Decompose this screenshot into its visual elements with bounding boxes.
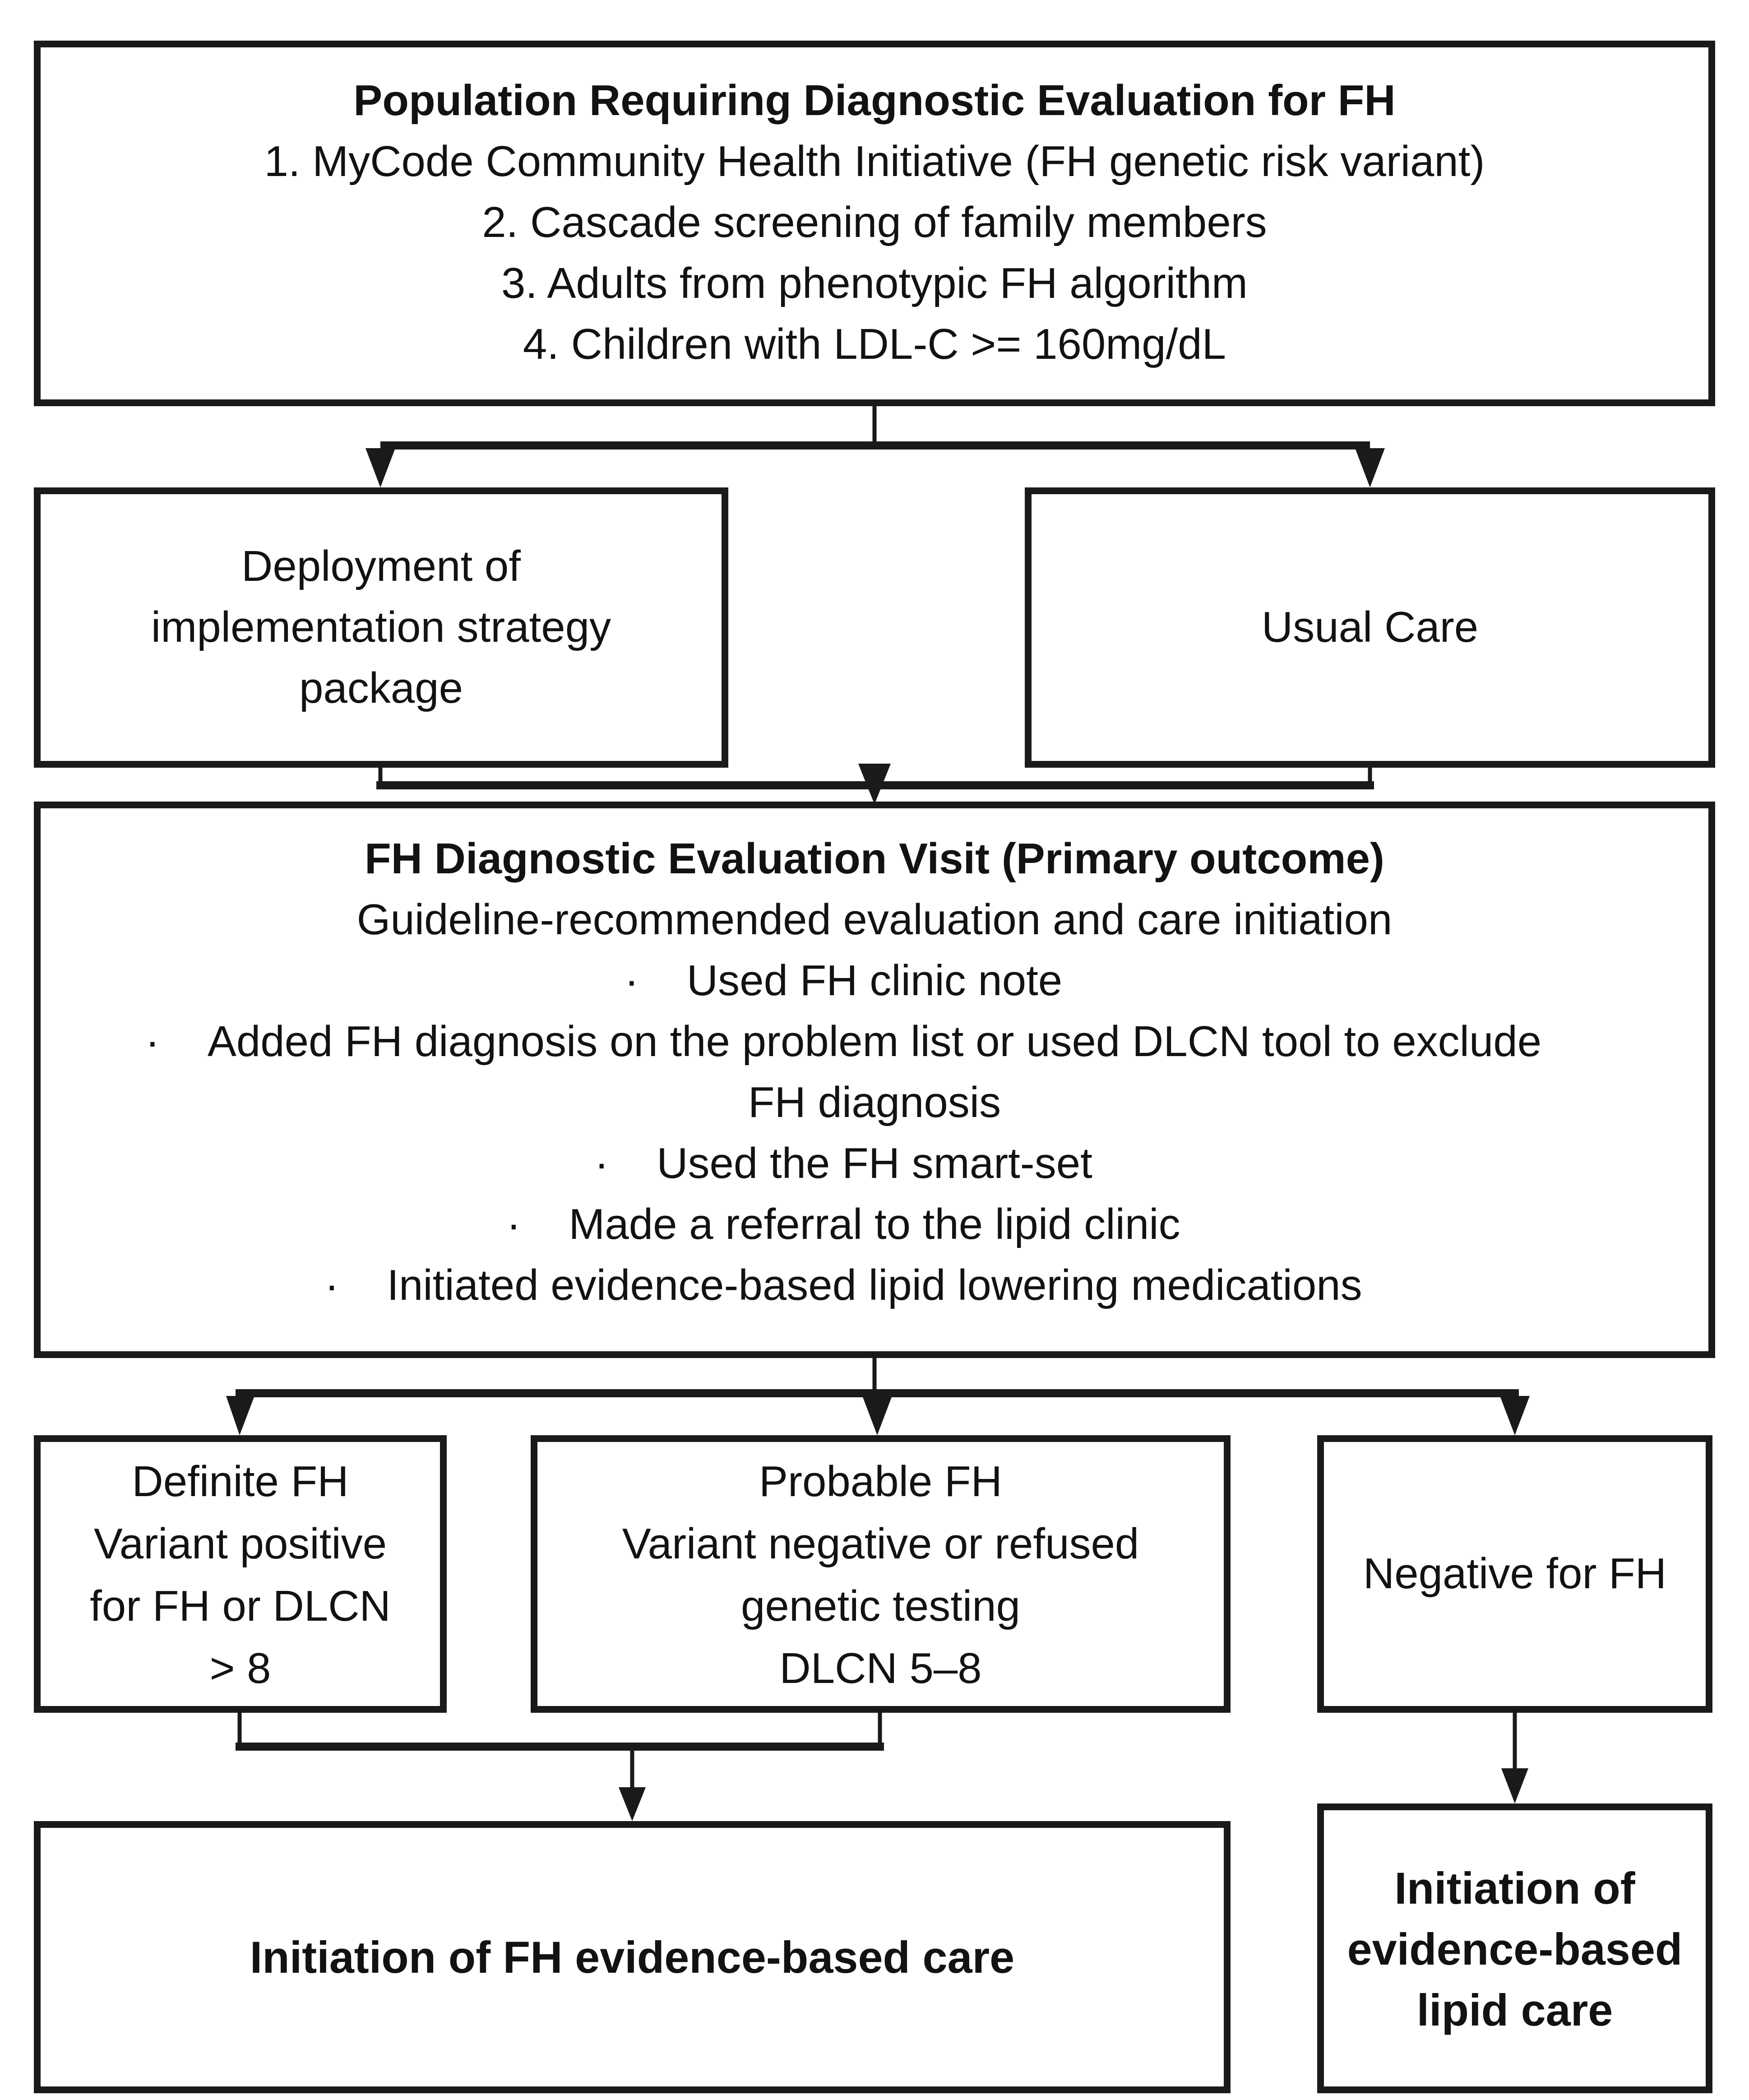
definite-line-1: Definite FH [132, 1456, 349, 1505]
definite-line-3: for FH or DLCN [90, 1581, 391, 1630]
arrowhead-usual-care-icon [1355, 448, 1385, 487]
evaluation-box: FH Diagnostic Evaluation Visit (Primary … [34, 802, 1715, 1358]
evaluation-bullet-2-continued: FH diagnosis [41, 1072, 1708, 1133]
deployment-line-3: package [299, 663, 463, 712]
arrowhead-negative-icon [1500, 1396, 1530, 1435]
lipid-care-line-2: evidence-based [1347, 1923, 1683, 1974]
evaluation-subtitle: Guideline-recommended evaluation and car… [356, 895, 1393, 944]
evaluation-bullet-4: ·Made a referral to the lipid clinic [506, 1200, 1180, 1248]
evaluation-bullet-5-text: Initiated evidence-based lipid lowering … [387, 1261, 1362, 1309]
evaluation-bullet-1: ·Used FH clinic note [624, 956, 1063, 1005]
fh-care-outcome-label: Initiation of FH evidence-based care [250, 1932, 1015, 1982]
population-item-2: 2. Cascade screening of family members [482, 198, 1267, 246]
arrowhead-fh-care-icon [619, 1787, 646, 1821]
population-box-title: Population Requiring Diagnostic Evaluati… [353, 76, 1396, 125]
evaluation-bullet-3: ·Used the FH smart-set [594, 1139, 1092, 1187]
usual-care-label: Usual Care [1261, 603, 1479, 651]
definite-line-2: Variant positive [93, 1518, 387, 1567]
population-item-1: 1. MyCode Community Health Initiative (F… [264, 137, 1485, 185]
evaluation-bullet-5: ·Initiated evidence-based lipid lowering… [324, 1261, 1362, 1309]
lipid-care-line-3: lipid care [1416, 1984, 1613, 2035]
deployment-line-1: Deployment of [241, 542, 521, 590]
deployment-box: Deployment of implementation strategy pa… [34, 487, 728, 768]
usual-care-box: Usual Care [1025, 487, 1715, 768]
deployment-line-2: implementation strategy [151, 603, 611, 651]
arrowhead-lipid-care-icon [1501, 1768, 1528, 1803]
definite-line-4: > 8 [209, 1643, 271, 1692]
population-box: Population Requiring Diagnostic Evaluati… [34, 41, 1715, 406]
evaluation-bullet-3-text: Used the FH smart-set [657, 1139, 1092, 1187]
probable-line-2: Variant negative or refused [622, 1518, 1139, 1567]
evaluation-title: FH Diagnostic Evaluation Visit (Primary … [364, 834, 1385, 883]
population-item-4: 4. Children with LDL-C >= 160mg/dL [523, 320, 1226, 368]
population-item-3: 3. Adults from phenotypic FH algorithm [501, 259, 1248, 307]
arrowhead-deployment-icon [366, 448, 395, 487]
arrowhead-definite-icon [226, 1396, 254, 1435]
probable-line-1: Probable FH [759, 1456, 1002, 1505]
evaluation-bullet-2: ·Added FH diagnosis on the problem list … [145, 1017, 1542, 1066]
lipid-care-line-1: Initiation of [1394, 1862, 1635, 1913]
arrowhead-probable-icon [862, 1396, 892, 1435]
evaluation-bullet-2-continued-text: FH diagnosis [748, 1078, 1001, 1126]
evaluation-bullet-4-text: Made a referral to the lipid clinic [569, 1200, 1180, 1248]
probable-line-4: DLCN 5–8 [779, 1643, 982, 1692]
negative-fh-label: Negative for FH [1363, 1549, 1667, 1598]
negative-fh-box: Negative for FH [1317, 1435, 1712, 1713]
probable-fh-box: Probable FH Variant negative or refused … [531, 1435, 1231, 1713]
evaluation-bullet-1-text: Used FH clinic note [686, 956, 1063, 1005]
lipid-care-outcome-box: Initiation of evidence-based lipid care [1317, 1803, 1712, 2093]
probable-line-3: genetic testing [740, 1581, 1021, 1630]
fh-care-outcome-box: Initiation of FH evidence-based care [34, 1821, 1231, 2093]
evaluation-bullet-2-text: Added FH diagnosis on the problem list o… [207, 1017, 1542, 1066]
arrowhead-evaluation-icon [858, 764, 891, 804]
definite-fh-box: Definite FH Variant positive for FH or D… [34, 1435, 447, 1713]
